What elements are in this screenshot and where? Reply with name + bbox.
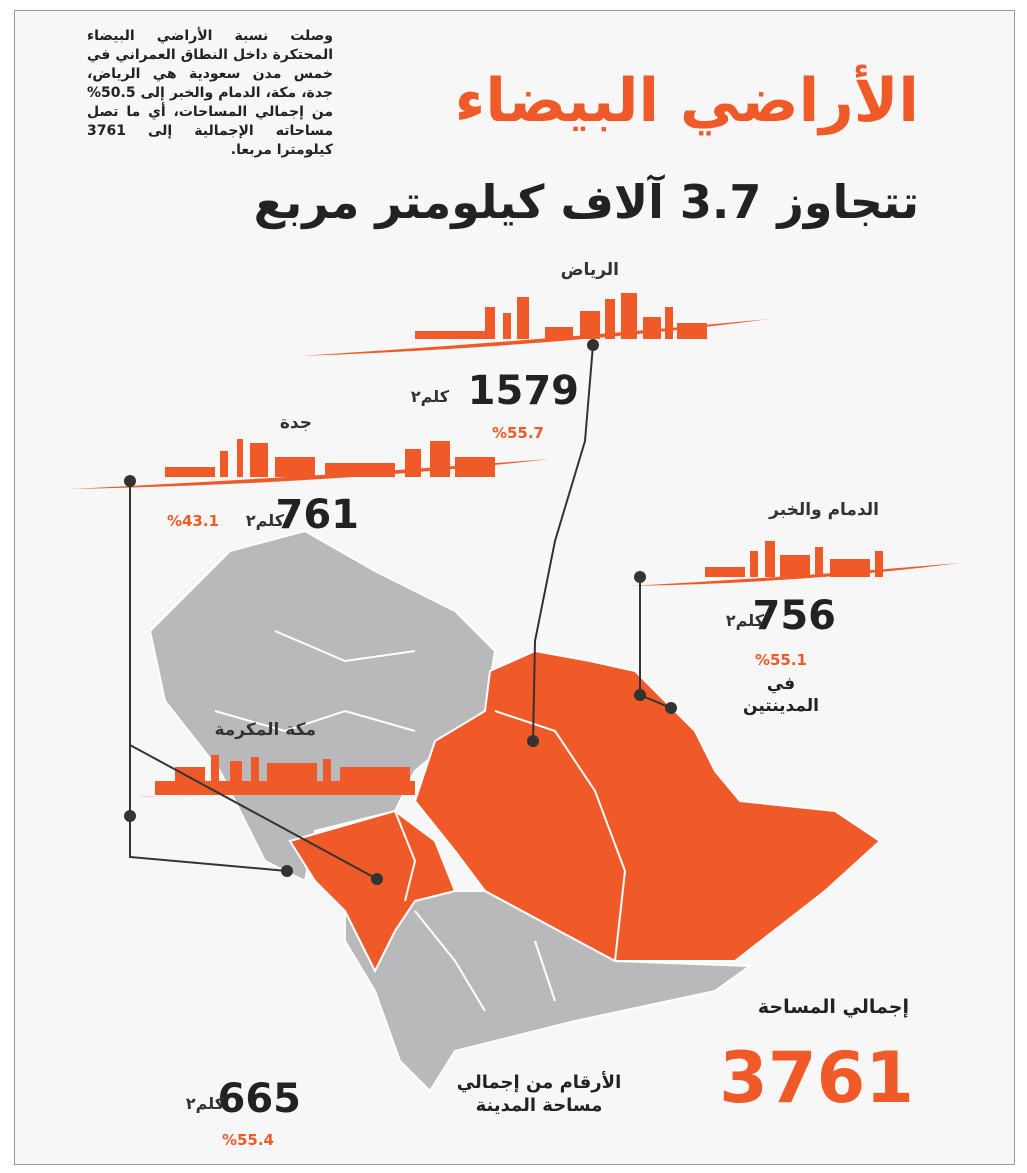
note-dammam: في المدينتين xyxy=(743,674,819,716)
skyline-dammam xyxy=(630,541,960,586)
skyline-jeddah xyxy=(70,439,550,489)
page-subtitle: تتجاوز 3.7 آلاف كيلومتر مربع xyxy=(253,175,919,229)
page-title: الأراضي البيضاء xyxy=(454,66,919,136)
percent-riyadh: %55.7 xyxy=(491,424,544,442)
percent-jeddah: %43.1 xyxy=(166,512,219,530)
region-riyadh-eastern xyxy=(413,649,882,962)
area-unit-riyadh: كلم٢ xyxy=(410,387,449,406)
city-name-dammam: الدمام والخبر xyxy=(769,500,879,520)
skyline-makkah xyxy=(125,755,420,797)
total-label: إجمالي المساحة xyxy=(757,996,909,1018)
area-value-riyadh: 1579 xyxy=(467,368,579,414)
area-unit-dammam: كلم٢ xyxy=(725,611,764,630)
percent-makkah: %55.4 xyxy=(221,1131,274,1149)
area-value-makkah: 665 xyxy=(217,1076,302,1122)
area-value-jeddah: 761 xyxy=(275,492,360,538)
location-dots xyxy=(124,339,677,885)
skyline-riyadh xyxy=(300,293,770,356)
infographic-graphics xyxy=(70,293,960,1093)
area-unit-jeddah: كلم٢ xyxy=(245,511,284,530)
intro-paragraph: وصلت نسبة الأراضي البيضاء المحتكرة داخل … xyxy=(87,28,333,158)
region-makkah xyxy=(288,809,457,974)
area-value-dammam: 756 xyxy=(752,593,837,639)
city-name-jeddah: جدة xyxy=(279,413,312,433)
footnote: الأرقام من إجمالي مساحة المدينة xyxy=(456,1072,622,1116)
total-value: 3761 xyxy=(719,1037,914,1119)
percent-dammam: %55.1 xyxy=(754,651,807,669)
city-name-riyadh: الرياض xyxy=(560,260,619,280)
city-name-makkah: مكة المكرمة xyxy=(214,720,316,740)
area-unit-makkah: كلم٢ xyxy=(185,1094,224,1113)
infographic: الأراضي البيضاء تتجاوز 3.7 آلاف كيلومتر … xyxy=(14,10,1015,1165)
highlighted-regions xyxy=(288,649,882,974)
